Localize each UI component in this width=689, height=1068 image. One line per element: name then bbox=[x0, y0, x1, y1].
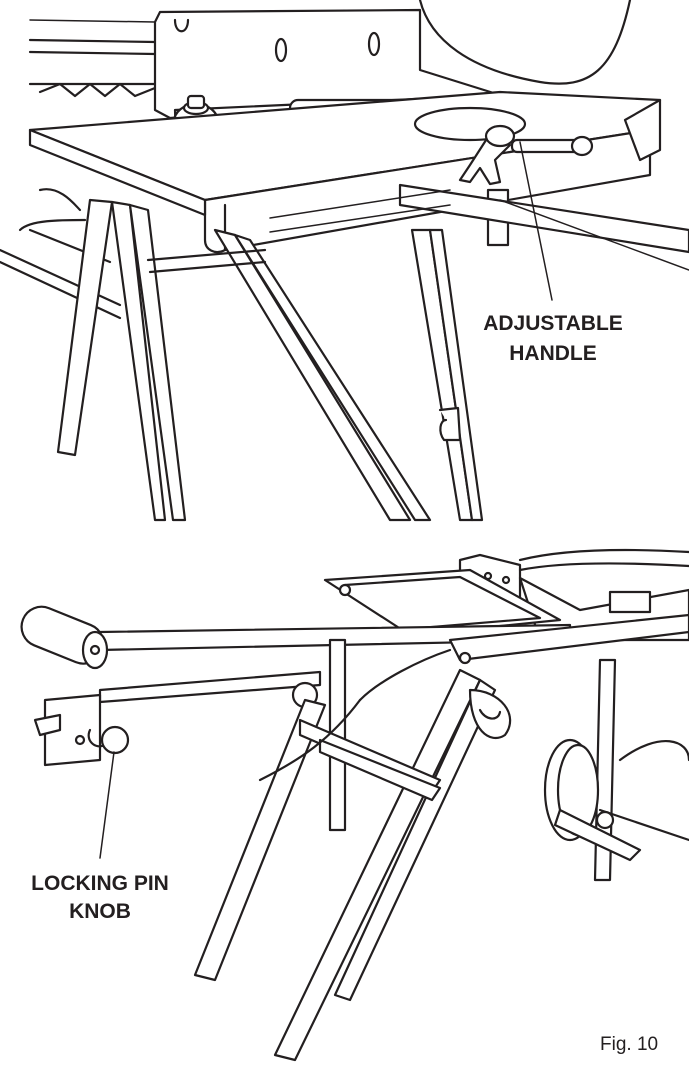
label-locking-pin-knob-line1: LOCKING PIN bbox=[31, 872, 169, 895]
stand-wheel bbox=[468, 688, 689, 862]
callout-locking-pin-knob: LOCKING PIN KNOB bbox=[31, 751, 169, 923]
end-roller-support bbox=[20, 605, 130, 767]
lower-stand-legs bbox=[193, 638, 617, 1062]
label-adjustable-handle-line2: HANDLE bbox=[509, 342, 597, 365]
leg-hook bbox=[438, 406, 462, 442]
bottom-illustration-stand-extended: LOCKING PIN KNOB Fig. 10 bbox=[20, 548, 689, 1062]
top-illustration-stand-closeup: ADJUSTABLE HANDLE bbox=[0, 0, 689, 522]
top-left-rail bbox=[28, 19, 157, 98]
label-adjustable-handle-line1: ADJUSTABLE bbox=[483, 312, 623, 335]
callout-adjustable-handle: ADJUSTABLE HANDLE bbox=[483, 141, 623, 365]
top-stand-legs bbox=[18, 188, 484, 522]
saw-mount-block bbox=[153, 8, 502, 120]
leader-line-adjustable-handle bbox=[519, 141, 553, 301]
saw-guard-curve bbox=[418, 0, 632, 85]
label-locking-pin-knob-line2: KNOB bbox=[69, 900, 131, 923]
figure-label: Fig. 10 bbox=[600, 1034, 658, 1055]
leader-line-locking-pin-knob bbox=[99, 751, 115, 859]
extension-rail-frame bbox=[98, 568, 689, 704]
